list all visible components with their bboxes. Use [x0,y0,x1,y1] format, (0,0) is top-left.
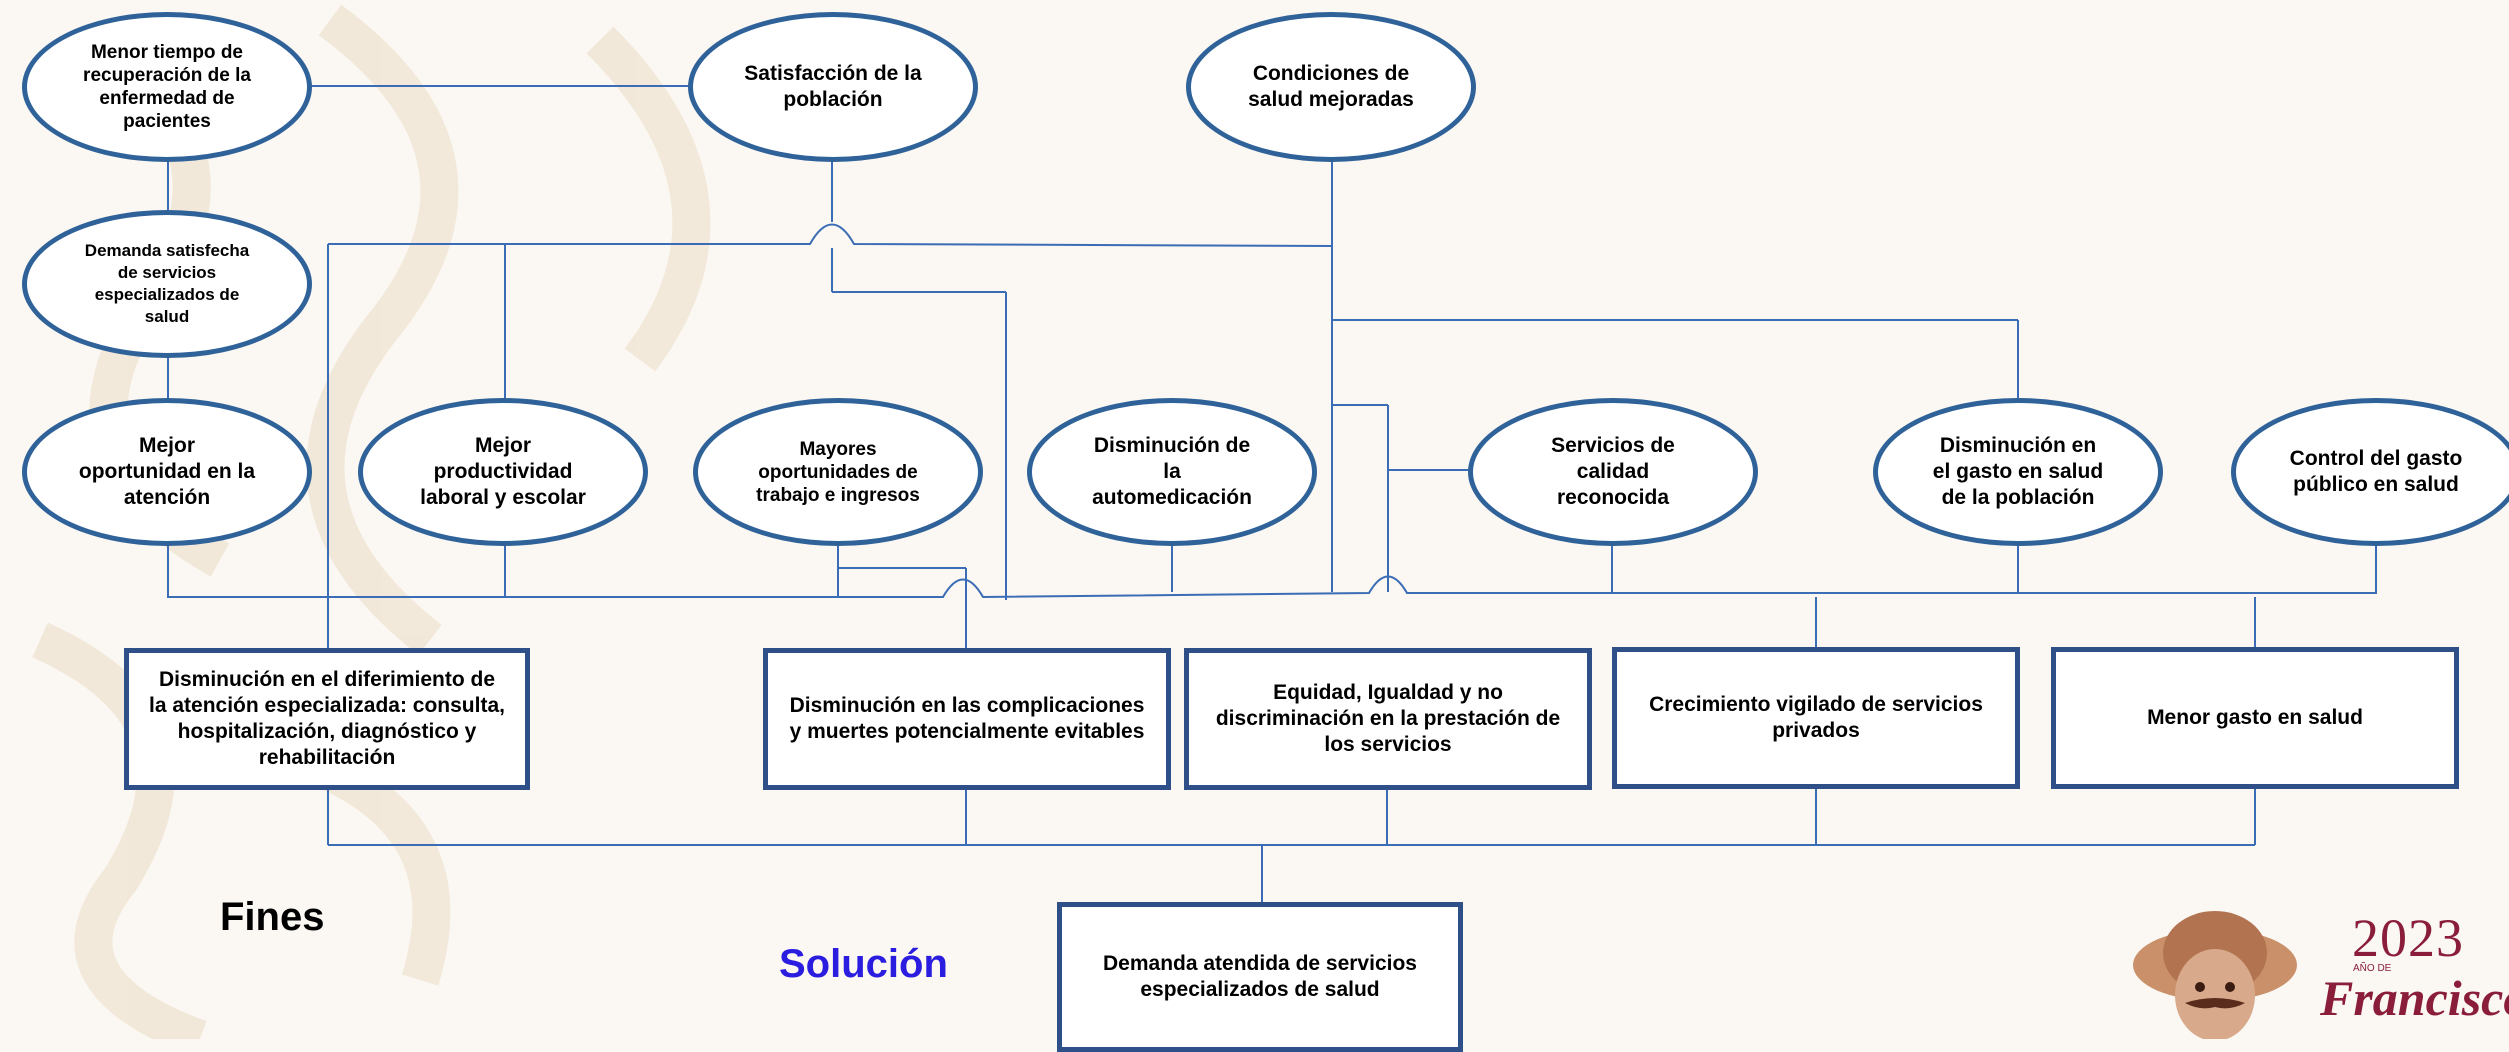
box-complicaciones-muertes: Disminución en las complicaciones y muer… [763,648,1171,790]
box-menor-gasto-salud-text: Menor gasto en salud [2147,706,2363,729]
oval-mejor-oportunidad-text: Mejor oportunidad en la atención [78,434,256,509]
box-menor-gasto-salud: Menor gasto en salud [2051,647,2459,789]
oval-mayores-oportunidades: Mayores oportunidades de trabajo e ingre… [693,398,983,546]
box-complicaciones-muertes-text: Disminución en las complicaciones y muer… [789,694,1145,743]
oval-satisfaccion-poblacion-text: Satisfacción de la población [744,62,922,111]
logo-year: 2023 [2352,908,2464,968]
box-crecimiento-servicios-privados-text: Crecimiento vigilado de servicios privad… [1649,693,1983,742]
oval-disminucion-gasto-poblacion-text: Disminución en el gasto en salud de la p… [1932,434,2104,509]
label-fines: Fines [220,895,325,939]
box-demanda-atendida-solucion: Demanda atendida de servicios especializ… [1057,902,1463,1052]
oval-disminucion-automedicacion: Disminución de la automedicación [1027,398,1317,546]
oval-mejor-productividad-text: Mejor productividad laboral y escolar [420,434,586,509]
logo-sub: AÑO DE [2353,963,2392,974]
oval-control-gasto-publico-text: Control del gasto público en salud [2289,447,2463,496]
logo-2023-francisco: 2023 AÑO DE Francisco [2130,905,2509,1039]
oval-control-gasto-publico: Control del gasto público en salud [2231,398,2509,546]
oval-disminucion-automedicacion-text: Disminución de la automedicación [1092,434,1252,509]
oval-demanda-satisfecha: Demanda satisfecha de servicios especial… [22,210,312,358]
oval-satisfaccion-poblacion: Satisfacción de la población [688,12,978,162]
label-solucion: Solución [779,942,948,986]
oval-condiciones-salud: Condiciones de salud mejoradas [1186,12,1476,162]
box-equidad-igualdad-text: Equidad, Igualdad y no discriminación en… [1215,681,1561,756]
oval-menor-tiempo-recuperacion-text: Menor tiempo de recuperación de la enfer… [83,42,251,132]
box-crecimiento-servicios-privados: Crecimiento vigilado de servicios privad… [1612,647,2020,789]
oval-mejor-productividad: Mejor productividad laboral y escolar [358,398,648,546]
box-demanda-atendida-solucion-text: Demanda atendida de servicios especializ… [1103,952,1417,1001]
oval-disminucion-gasto-poblacion: Disminución en el gasto en salud de la p… [1873,398,2163,546]
box-diferimiento-atencion-text: Disminución en el diferimiento de la ate… [149,668,505,769]
oval-mejor-oportunidad: Mejor oportunidad en la atención [22,398,312,546]
oval-condiciones-salud-text: Condiciones de salud mejoradas [1248,62,1414,111]
oval-servicios-calidad: Servicios de calidad reconocida [1468,398,1758,546]
logo-name: Francisco [2320,970,2509,1026]
oval-mayores-oportunidades-text: Mayores oportunidades de trabajo e ingre… [756,438,920,506]
box-diferimiento-atencion: Disminución en el diferimiento de la ate… [124,648,530,790]
oval-servicios-calidad-text: Servicios de calidad reconocida [1551,434,1675,509]
portrait-sombrero-icon [2133,911,2297,1039]
box-equidad-igualdad: Equidad, Igualdad y no discriminación en… [1184,648,1592,790]
oval-demanda-satisfecha-text: Demanda satisfecha de servicios especial… [84,241,250,326]
oval-menor-tiempo-recuperacion: Menor tiempo de recuperación de la enfer… [22,12,312,162]
